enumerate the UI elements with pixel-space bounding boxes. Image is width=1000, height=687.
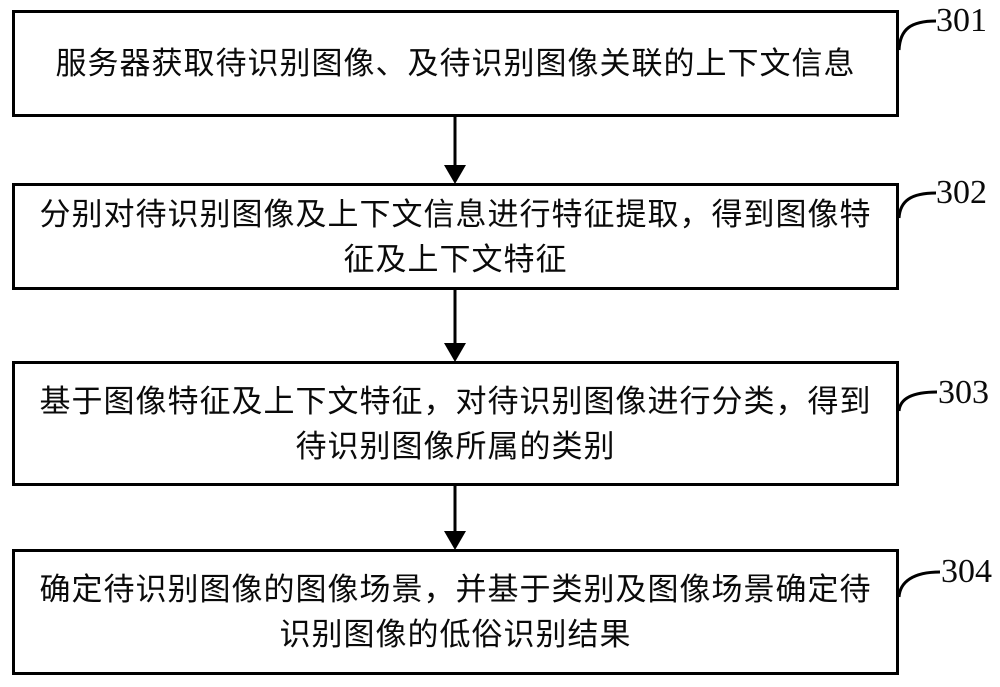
step-303-text-line-1: 基于图像特征及上下文特征，对待识别图像进行分类，得到 bbox=[39, 383, 872, 419]
flow-arrow-2 bbox=[444, 290, 466, 362]
step-label-303: 303 bbox=[938, 374, 989, 411]
step-302-text-line-1: 分别对待识别图像及上下文信息进行特征提取，得到图像特 bbox=[39, 196, 872, 232]
label-connector-302 bbox=[897, 191, 937, 219]
step-box-301: 服务器获取待识别图像、及待识别图像关联的上下文信息 bbox=[12, 10, 899, 117]
step-label-301: 301 bbox=[936, 2, 987, 39]
step-box-302: 分别对待识别图像及上下文信息进行特征提取，得到图像特 征及上下文特征 bbox=[12, 183, 899, 290]
label-connector-301 bbox=[897, 19, 937, 51]
flow-arrow-1 bbox=[444, 117, 466, 184]
flow-arrow-3 bbox=[444, 486, 466, 550]
step-304-text-line-1: 确定待识别图像的图像场景，并基于类别及图像场景确定待 bbox=[39, 572, 872, 607]
label-connector-303 bbox=[897, 390, 938, 412]
step-box-304: 确定待识别图像的图像场景，并基于类别及图像场景确定待 识别图像的低俗识别结果 bbox=[12, 549, 899, 675]
step-box-303: 基于图像特征及上下文特征，对待识别图像进行分类，得到 待识别图像所属的类别 bbox=[12, 361, 899, 486]
step-301-text-line-1: 服务器获取待识别图像、及待识别图像关联的上下文信息 bbox=[55, 46, 856, 81]
step-303-text-line-2: 待识别图像所属的类别 bbox=[295, 428, 616, 464]
step-302-text-line-2: 征及上下文特征 bbox=[343, 241, 568, 277]
step-label-304: 304 bbox=[941, 553, 992, 590]
step-label-302: 302 bbox=[936, 174, 987, 211]
label-connector-304 bbox=[897, 570, 941, 598]
step-304-text-line-2: 识别图像的低俗识别结果 bbox=[279, 617, 632, 652]
